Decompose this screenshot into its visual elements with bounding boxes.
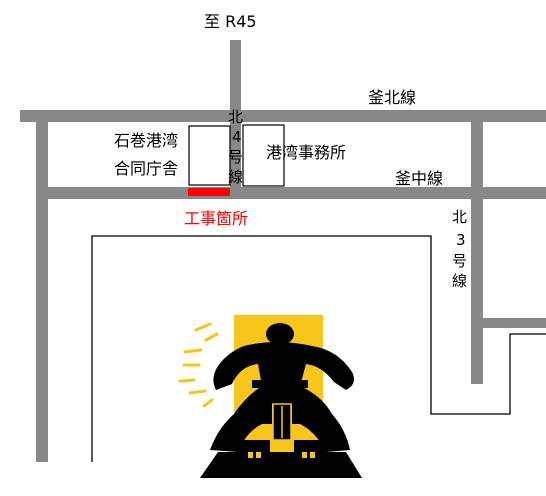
- jackhammer-worker-icon: [178, 315, 362, 478]
- road-kamakita: [20, 110, 546, 122]
- vibration-lines: [178, 322, 219, 408]
- road-kita3-branch: [471, 318, 546, 328]
- port-area-boundary: [91, 235, 546, 462]
- label-ishinomaki-office: 石巻港湾 合同庁舎: [114, 131, 178, 178]
- road-kita4: [230, 40, 241, 198]
- label-ishinomaki-office-line1: 石巻港湾: [114, 131, 178, 150]
- label-kita4-char1: 北: [228, 108, 243, 126]
- ishinomaki-office-building: [188, 125, 231, 186]
- label-kita3-char3: 号: [452, 252, 467, 270]
- label-ishinomaki-office-line2: 合同庁舎: [114, 159, 178, 178]
- label-kita4-char4: 線: [228, 168, 243, 186]
- worker-head: [266, 323, 294, 345]
- ground-slab: [200, 452, 362, 478]
- label-kita4-char2: 4: [232, 128, 242, 146]
- label-construction-site: 工事箇所: [184, 209, 248, 228]
- worker-body: [210, 342, 354, 452]
- jackhammer-handle: [252, 380, 308, 388]
- road-network: [20, 40, 546, 462]
- label-to-r45: 至 R45: [204, 12, 257, 31]
- label-kita3-char4: 線: [452, 272, 467, 290]
- port-office-building: [242, 124, 285, 187]
- label-port-office: 港湾事務所: [266, 143, 346, 162]
- label-kamanaka-line: 釜中線: [395, 169, 443, 188]
- label-kita3-line: 北 3 号 線: [452, 208, 467, 290]
- label-kita3-char1: 北: [452, 208, 467, 226]
- label-kamakita-line: 釜北線: [368, 88, 416, 107]
- label-kita3-char2: 3: [456, 231, 466, 249]
- road-kamanaka: [40, 187, 546, 199]
- label-kita4-char3: 号: [228, 148, 243, 166]
- road-kita3: [471, 110, 483, 384]
- construction-site-marker: [188, 188, 230, 196]
- road-left-vertical: [36, 110, 48, 462]
- label-kita4-line: 北 4 号 線: [228, 108, 243, 186]
